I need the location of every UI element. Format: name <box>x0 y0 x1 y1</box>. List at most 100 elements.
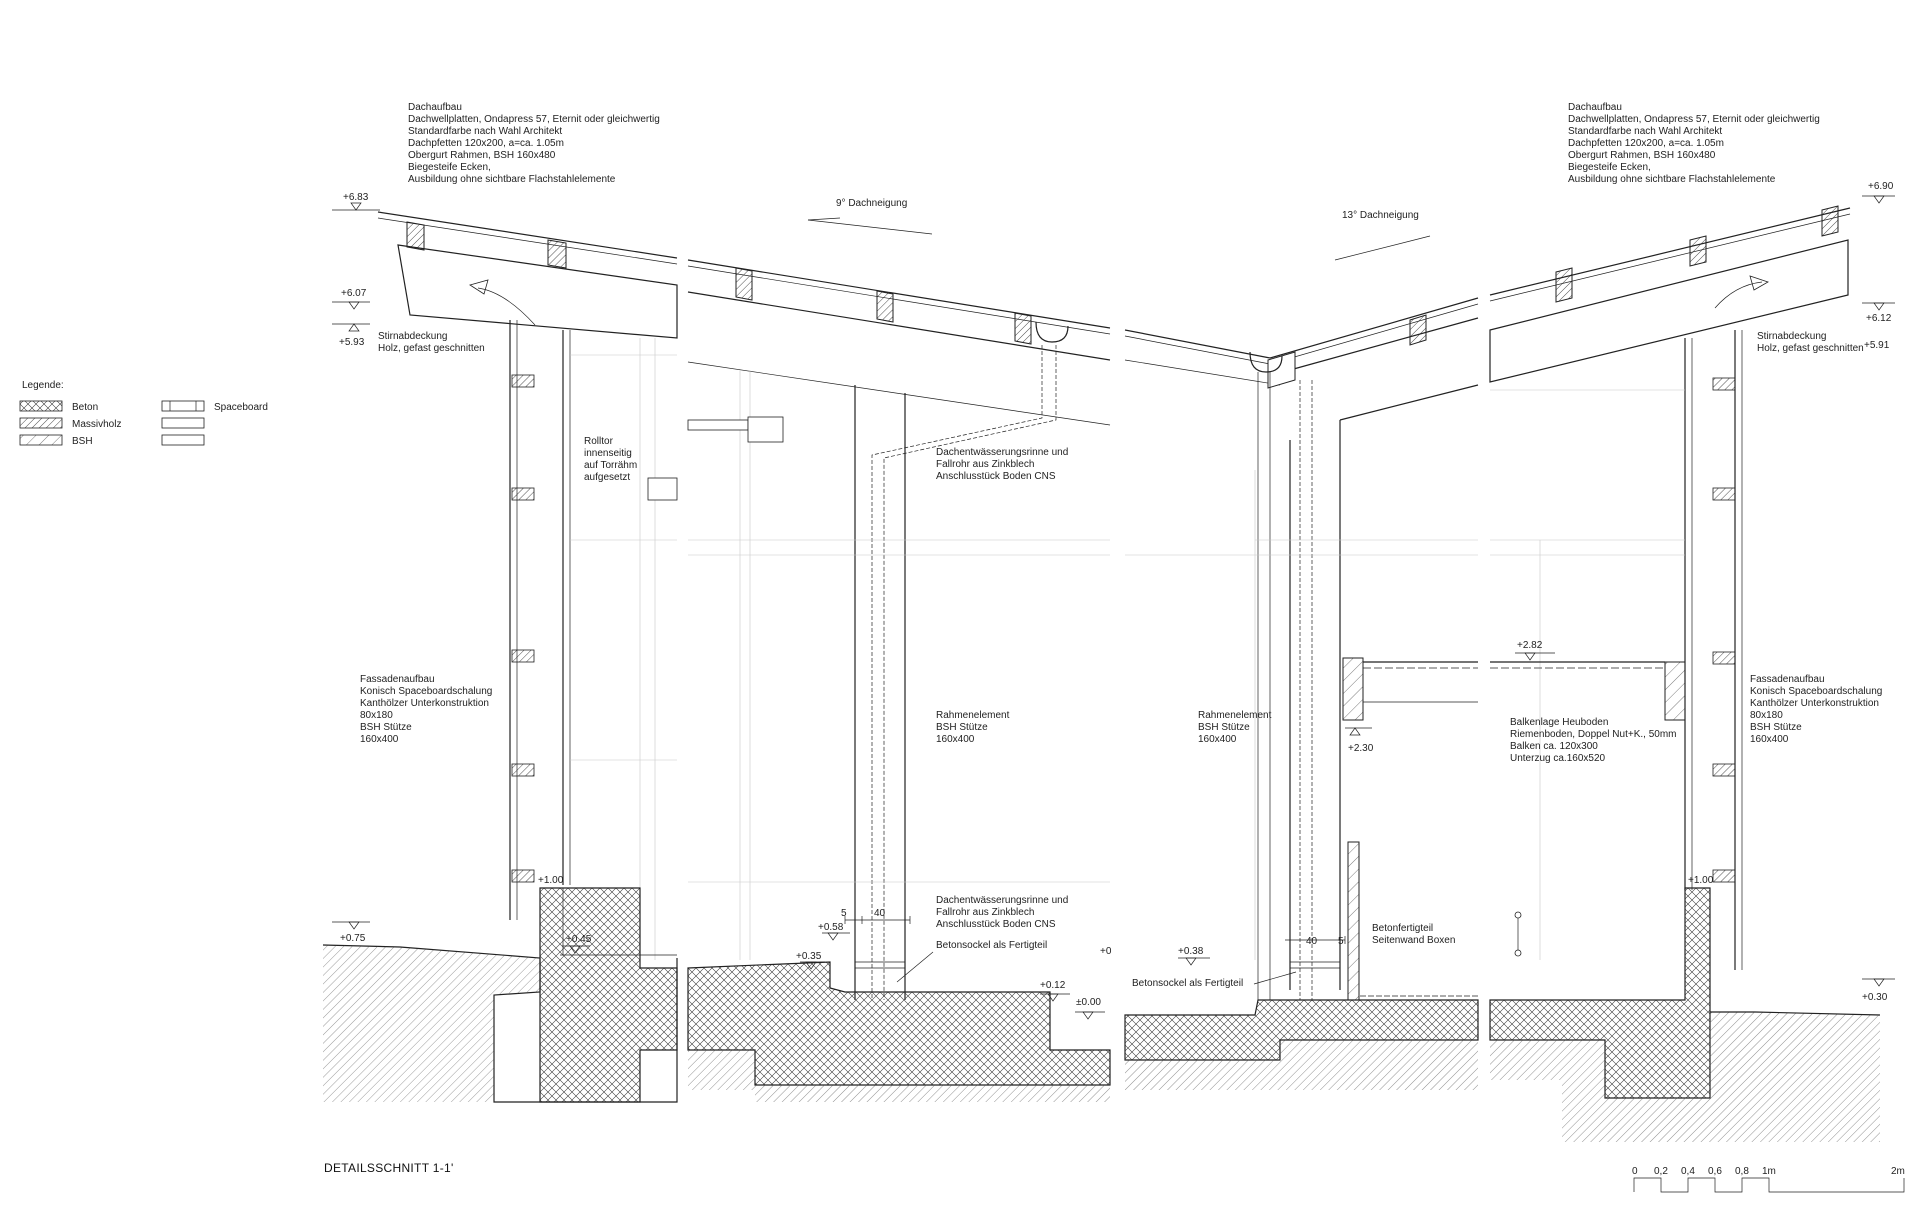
svg-text:Dachwellplatten, Ondapress 57,: Dachwellplatten, Ondapress 57, Eternit o… <box>1568 114 1820 125</box>
svg-text:Ausbildung ohne sichtbare Flac: Ausbildung ohne sichtbare Flachstahlelem… <box>408 174 616 185</box>
svg-text:aufgesetzt: aufgesetzt <box>584 472 630 483</box>
legend-swatch-empty-2 <box>161 434 205 446</box>
svg-text:Kanthölzer Unterkonstruktion: Kanthölzer Unterkonstruktion <box>1750 698 1879 709</box>
svg-text:Rahmenelement: Rahmenelement <box>1198 710 1272 721</box>
svg-text:Rahmenelement: Rahmenelement <box>936 710 1010 721</box>
svg-text:Obergurt Rahmen, BSH 160x480: Obergurt Rahmen, BSH 160x480 <box>1568 150 1716 161</box>
rolltor-note: Rolltor innenseitig auf Torrähm aufgeset… <box>584 436 637 483</box>
svg-text:Dachpfetten 120x200, a=ca. 1.0: Dachpfetten 120x200, a=ca. 1.05m <box>408 138 564 149</box>
level-058: +0.58 <box>818 922 850 941</box>
level-591: +5.91 <box>1864 340 1890 351</box>
svg-text:Dachentwässerungsrinne und: Dachentwässerungsrinne und <box>936 895 1068 906</box>
segment-left-wall <box>322 211 678 1103</box>
legend-swatch-beton <box>19 400 63 412</box>
svg-text:+0.45: +0.45 <box>566 934 592 945</box>
svg-text:+0.30: +0.30 <box>1862 992 1888 1003</box>
level-690: +6.90 <box>1862 181 1895 204</box>
svg-text:160x400: 160x400 <box>936 734 975 745</box>
svg-text:Kanthölzer Unterkonstruktion: Kanthölzer Unterkonstruktion <box>360 698 489 709</box>
segment-right-wall <box>1489 205 1881 1142</box>
facade-note-left: Fassadenaufbau Konisch Spaceboardschalun… <box>360 674 492 745</box>
legend-swatch-bsh <box>19 434 63 446</box>
hayloft-note: Balkenlage Heuboden Riemenboden, Doppel … <box>1510 717 1676 764</box>
segment-center-left <box>687 259 1111 1102</box>
level-100-right: +1.00 <box>1688 875 1714 886</box>
scale-tick-06: 0,6 <box>1708 1166 1722 1177</box>
svg-text:Rolltor: Rolltor <box>584 436 614 447</box>
svg-text:+0: +0 <box>1100 946 1112 957</box>
svg-text:+6.12: +6.12 <box>1866 313 1892 324</box>
svg-text:+0.58: +0.58 <box>818 922 844 933</box>
svg-text:+6.83: +6.83 <box>343 192 369 203</box>
svg-text:+1.00: +1.00 <box>538 875 564 886</box>
socket-note-right: Betonsockel als Fertigteil <box>1132 971 1297 989</box>
legend-label-spaceboard: Spaceboard <box>214 402 268 413</box>
legend-title: Legende: <box>22 380 64 391</box>
svg-text:160x400: 160x400 <box>360 734 399 745</box>
dimension-labels: 5 40 40 5 <box>841 908 1344 947</box>
scale-bar: 0 0,2 0,4 0,6 0,8 1m 2m <box>1632 1166 1905 1193</box>
scale-tick-2m: 2m <box>1891 1166 1905 1177</box>
svg-text:Balkenlage Heuboden: Balkenlage Heuboden <box>1510 717 1608 728</box>
roof-notes-left: Dachaufbau Dachwellplatten, Ondapress 57… <box>408 102 660 185</box>
legend-label-bsh: BSH <box>72 436 93 447</box>
level-282: +2.82 <box>1515 640 1555 661</box>
svg-text:Konisch Spaceboardschalung: Konisch Spaceboardschalung <box>1750 686 1882 697</box>
svg-text:±0.00: ±0.00 <box>1076 997 1101 1008</box>
svg-text:80x180: 80x180 <box>1750 710 1783 721</box>
svg-text:Seitenwand Boxen: Seitenwand Boxen <box>1372 935 1455 946</box>
scale-tick-02: 0,2 <box>1654 1166 1668 1177</box>
svg-text:Dachpfetten 120x200, a=ca. 1.0: Dachpfetten 120x200, a=ca. 1.05m <box>1568 138 1724 149</box>
svg-text:Dachentwässerungsrinne und: Dachentwässerungsrinne und <box>936 447 1068 458</box>
svg-text:5: 5 <box>1338 936 1344 947</box>
slope-left: 9° Dachneigung <box>807 198 933 235</box>
svg-text:Anschlusstück Boden CNS: Anschlusstück Boden CNS <box>936 919 1056 930</box>
level-607: +6.07 <box>332 288 370 310</box>
level-612: +6.12 <box>1862 302 1895 324</box>
frame-note-left: Rahmenelement BSH Stütze 160x400 <box>936 710 1010 745</box>
svg-text:+0.12: +0.12 <box>1040 980 1066 991</box>
level-markers: +6.83 +6.07 +5.93 +6.90 +6.12 +5.91 +2.8… <box>332 181 1895 1020</box>
legend-swatch-spaceboard <box>161 400 205 412</box>
facade-note-right: Fassadenaufbau Konisch Spaceboardschalun… <box>1750 674 1882 745</box>
scale-tick-0: 0 <box>1632 1166 1638 1177</box>
roof-notes-right: Dachaufbau Dachwellplatten, Ondapress 57… <box>1568 102 1820 185</box>
svg-text:Dachaufbau: Dachaufbau <box>408 102 462 113</box>
svg-text:9° Dachneigung: 9° Dachneigung <box>836 198 907 209</box>
svg-text:+2.82: +2.82 <box>1517 640 1543 651</box>
svg-text:+0.35: +0.35 <box>796 951 822 962</box>
svg-text:Fallrohr aus Zinkblech: Fallrohr aus Zinkblech <box>936 459 1034 470</box>
svg-text:Konisch Spaceboardschalung: Konisch Spaceboardschalung <box>360 686 492 697</box>
svg-text:auf Torrähm: auf Torrähm <box>584 460 637 471</box>
svg-text:+2.30: +2.30 <box>1348 743 1374 754</box>
eaves-note-left: Stirnabdeckung Holz, gefast geschnitten <box>378 331 485 354</box>
legend-label-massivholz: Massivholz <box>72 419 121 430</box>
legend-swatch-empty-1 <box>161 417 205 429</box>
svg-text:Dachaufbau: Dachaufbau <box>1568 102 1622 113</box>
level-012: +0.12 <box>1040 980 1070 1002</box>
svg-text:Ausbildung ohne sichtbare Flac: Ausbildung ohne sichtbare Flachstahlelem… <box>1568 174 1776 185</box>
svg-text:+0.75: +0.75 <box>340 933 366 944</box>
svg-text:Fassadenaufbau: Fassadenaufbau <box>360 674 435 685</box>
scale-tick-1m: 1m <box>1762 1166 1776 1177</box>
svg-text:+5.91: +5.91 <box>1864 340 1890 351</box>
gutter-note-lower: Dachentwässerungsrinne und Fallrohr aus … <box>936 895 1068 930</box>
legend: Legende: Beton Massivholz BSH Spaceboard <box>19 380 268 447</box>
svg-text:+6.07: +6.07 <box>341 288 367 299</box>
svg-text:Betonfertigteil: Betonfertigteil <box>1372 923 1433 934</box>
svg-text:+1.00: +1.00 <box>1688 875 1714 886</box>
svg-text:BSH Stütze: BSH Stütze <box>360 722 412 733</box>
scale-tick-04: 0,4 <box>1681 1166 1695 1177</box>
level-038: +0.38 <box>1178 946 1210 966</box>
svg-text:5: 5 <box>841 908 847 919</box>
socket-note-left: Betonsockel als Fertigteil <box>896 940 1047 983</box>
svg-text:Obergurt Rahmen, BSH 160x480: Obergurt Rahmen, BSH 160x480 <box>408 150 556 161</box>
svg-text:+6.90: +6.90 <box>1868 181 1894 192</box>
drawing-title: DETAILSSCHNITT 1-1' <box>324 1161 454 1175</box>
svg-text:+5.93: +5.93 <box>339 337 365 348</box>
svg-text:Holz, gefast geschnitten: Holz, gefast geschnitten <box>1757 343 1864 354</box>
level-045: +0.45 <box>562 934 592 954</box>
level-593: +5.93 <box>332 323 370 348</box>
